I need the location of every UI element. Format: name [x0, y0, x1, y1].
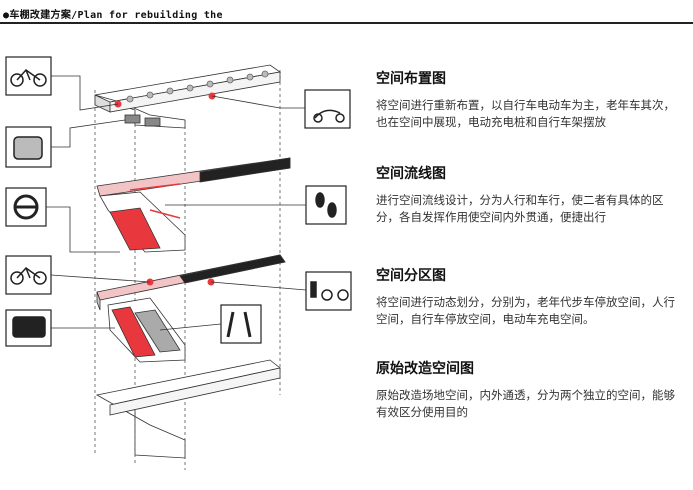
leader-lines	[46, 75, 307, 331]
section-title: 空间布置图	[376, 71, 446, 87]
section-title: 空间流线图	[376, 166, 446, 182]
header-divider	[0, 22, 693, 24]
section-zoning: 空间分区图 将空间进行动态划分，分别为，老年代步车停放空间，人行空间，自行车停放…	[376, 265, 686, 328]
pedestrians-icon	[220, 304, 262, 344]
layer-layout	[94, 64, 282, 129]
section-layout: 空间布置图 将空间进行重新布置，以自行车电动车为主，老年车其次，也在空间中展现，…	[376, 68, 686, 131]
section-body: 原始改造场地空间，内外通透，分为两个独立的空间，能够有效区分使用目的	[376, 388, 675, 419]
section-title: 空间分区图	[376, 268, 446, 284]
guide-lines	[94, 70, 281, 470]
board-title: ●车棚改建方案/Plan for rebuilding the	[3, 10, 223, 21]
footprints-icon	[305, 185, 347, 225]
layer-circulation	[96, 157, 291, 253]
scooter-icon	[304, 89, 351, 129]
section-body: 将空间进行重新布置，以自行车电动车为主，老年车其次，也在空间中展现，电动充电桩和…	[376, 98, 675, 129]
layer-zoning	[96, 254, 286, 363]
section-body: 将空间进行动态划分，分别为，老年代步车停放空间，人行空间，自行车停放空间，电动车…	[376, 295, 675, 326]
section-original: 原始改造空间图 原始改造场地空间，内外通透，分为两个独立的空间，能够有效区分使用…	[376, 358, 686, 421]
section-title: 原始改造空间图	[376, 361, 474, 377]
section-circulation: 空间流线图 进行空间流线设计，分为人行和车行，使二者有具体的区分，各自发挥作用使…	[376, 163, 686, 226]
section-body: 进行空间流线设计，分为人行和车行，使二者有具体的区分，各自发挥作用使空间内外贯通…	[376, 193, 664, 224]
layer-original	[95, 359, 281, 459]
icon-boxes	[5, 56, 352, 347]
